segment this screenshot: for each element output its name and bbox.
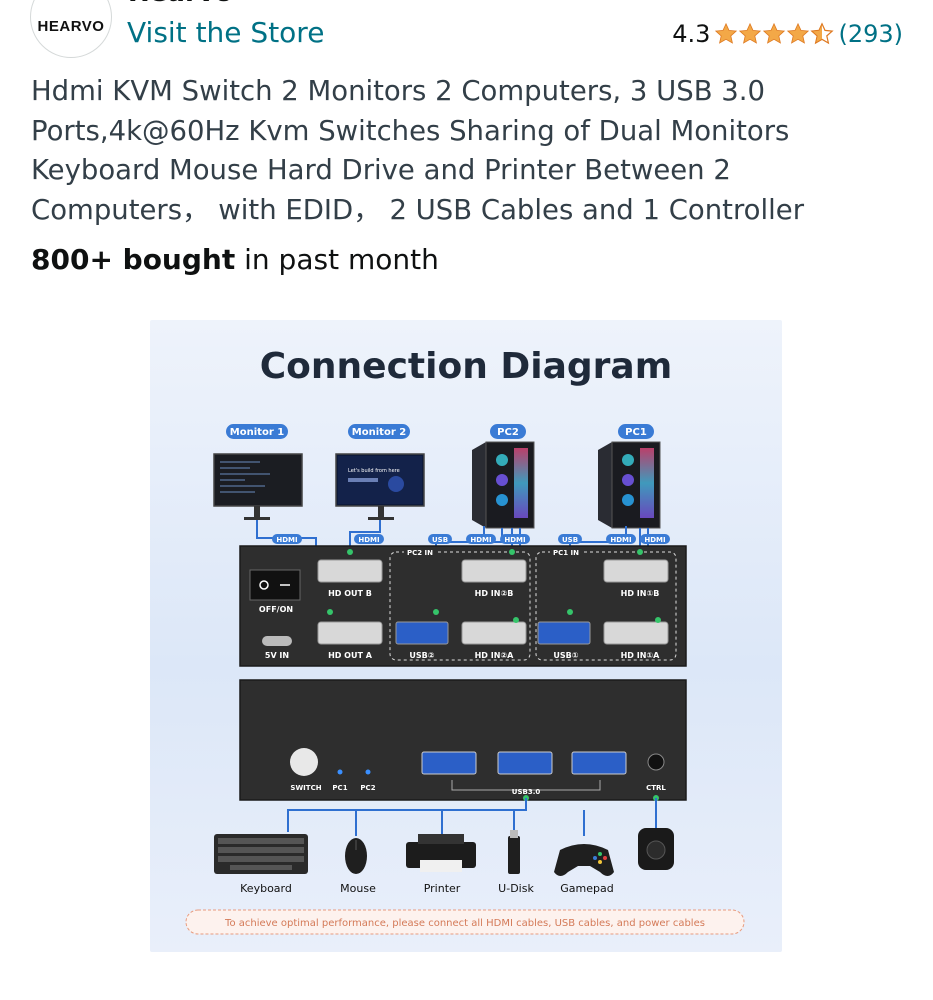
connection-diagram: Connection Diagram Monitor 1 Monitor 2 P… (185, 346, 745, 935)
hdmi-label-pc1a: HDMI (610, 536, 631, 544)
ctrl-label: CTRL (646, 784, 666, 792)
mouse-label: Mouse (340, 882, 376, 895)
rating-value: 4.3 (672, 20, 711, 48)
store-logo[interactable]: HEARVO (30, 0, 112, 58)
star-icon (787, 22, 810, 44)
printer-label: Printer (424, 882, 461, 895)
product-image[interactable]: Connection Diagram Monitor 1 Monitor 2 P… (150, 320, 782, 952)
pc1-in-label: PC1 IN (553, 549, 579, 557)
star-icon (739, 22, 762, 44)
hdmi-label-pc2b: HDMI (504, 536, 525, 544)
hdmi-label-pc2a: HDMI (470, 536, 491, 544)
hd-in-2a-label: HD IN②A (475, 651, 515, 660)
pc1-label: PC1 (625, 427, 647, 438)
hd-out-b-label: HD OUT B (328, 589, 372, 598)
hdmi-label-m2: HDMI (358, 536, 379, 544)
bought-count: 800+ bought (31, 243, 236, 276)
pc1-tower-icon (598, 441, 661, 529)
monitor2-label: Monitor 2 (352, 427, 406, 438)
monitor2-screen-text: Let's build from here (348, 468, 400, 474)
star-rating (714, 22, 835, 46)
usb-label-pc1: USB (562, 536, 578, 544)
keyboard-label: Keyboard (240, 882, 292, 895)
visit-store-link[interactable]: Visit the Store (127, 16, 325, 49)
printer-icon (406, 834, 476, 872)
pc2-pill (490, 424, 526, 439)
bought-in-past-month: 800+ bought in past month (31, 243, 439, 276)
usb1-label: USB① (553, 651, 578, 660)
controller-icon (638, 828, 674, 870)
pc1-led-label: PC1 (332, 784, 347, 792)
rating-count-link[interactable]: (293) (838, 20, 903, 48)
mouse-icon (345, 838, 367, 874)
pc2-tower-icon (472, 441, 535, 529)
gamepad-icon (554, 844, 614, 876)
star-icon (715, 22, 738, 44)
hdmi-label-pc1b: HDMI (644, 536, 665, 544)
note-text: To achieve optimal performance, please c… (224, 918, 705, 929)
hd-in-1b-label: HD IN①B (621, 589, 660, 598)
udisk-label: U-Disk (498, 882, 534, 895)
pc2-led-label: PC2 (360, 784, 375, 792)
usb-label-pc2: USB (432, 536, 448, 544)
monitor1-label: Monitor 1 (230, 427, 284, 438)
monitor2-icon: Let's build from here (335, 453, 425, 520)
store-name[interactable]: Hearvo (128, 0, 233, 8)
pc1-pill (618, 424, 654, 439)
hd-in-1a-label: HD IN①A (621, 651, 661, 660)
hd-out-a-label: HD OUT A (328, 651, 373, 660)
product-title: Hdmi KVM Switch 2 Monitors 2 Computers, … (31, 75, 804, 226)
5v-in-label: 5V IN (265, 651, 289, 660)
switch-label: SWITCH (290, 784, 321, 792)
usb2-label: USB② (409, 651, 434, 660)
monitor1-icon (213, 453, 303, 520)
bought-suffix: in past month (235, 243, 439, 276)
pc2-label: PC2 (497, 427, 519, 438)
star-icon (763, 22, 786, 44)
pc2-in-label: PC2 IN (407, 549, 433, 557)
kvm-front-panel: SWITCH PC1 PC2 USB3.0 CTRL (239, 679, 687, 801)
store-logo-text: HEARVO (37, 17, 105, 35)
half-star-icon (810, 22, 835, 45)
usb30-label: USB3.0 (512, 788, 541, 796)
note-box (185, 909, 745, 935)
udisk-icon (508, 830, 520, 874)
kvm-back-panel: OFF/ON 5V IN HD OUT B HD OUT A HD IN②B H… (239, 545, 687, 667)
monitor1-pill (226, 424, 288, 439)
monitor2-pill (348, 424, 410, 439)
diagram-title: Connection Diagram (260, 346, 672, 387)
keyboard-icon (214, 834, 308, 874)
rating-summary[interactable]: 4.3 (293) (672, 20, 903, 48)
off-on-label: OFF/ON (259, 605, 293, 614)
hd-in-2b-label: HD IN②B (475, 589, 514, 598)
gamepad-label: Gamepad (560, 882, 613, 895)
hdmi-label-m1: HDMI (276, 536, 297, 544)
